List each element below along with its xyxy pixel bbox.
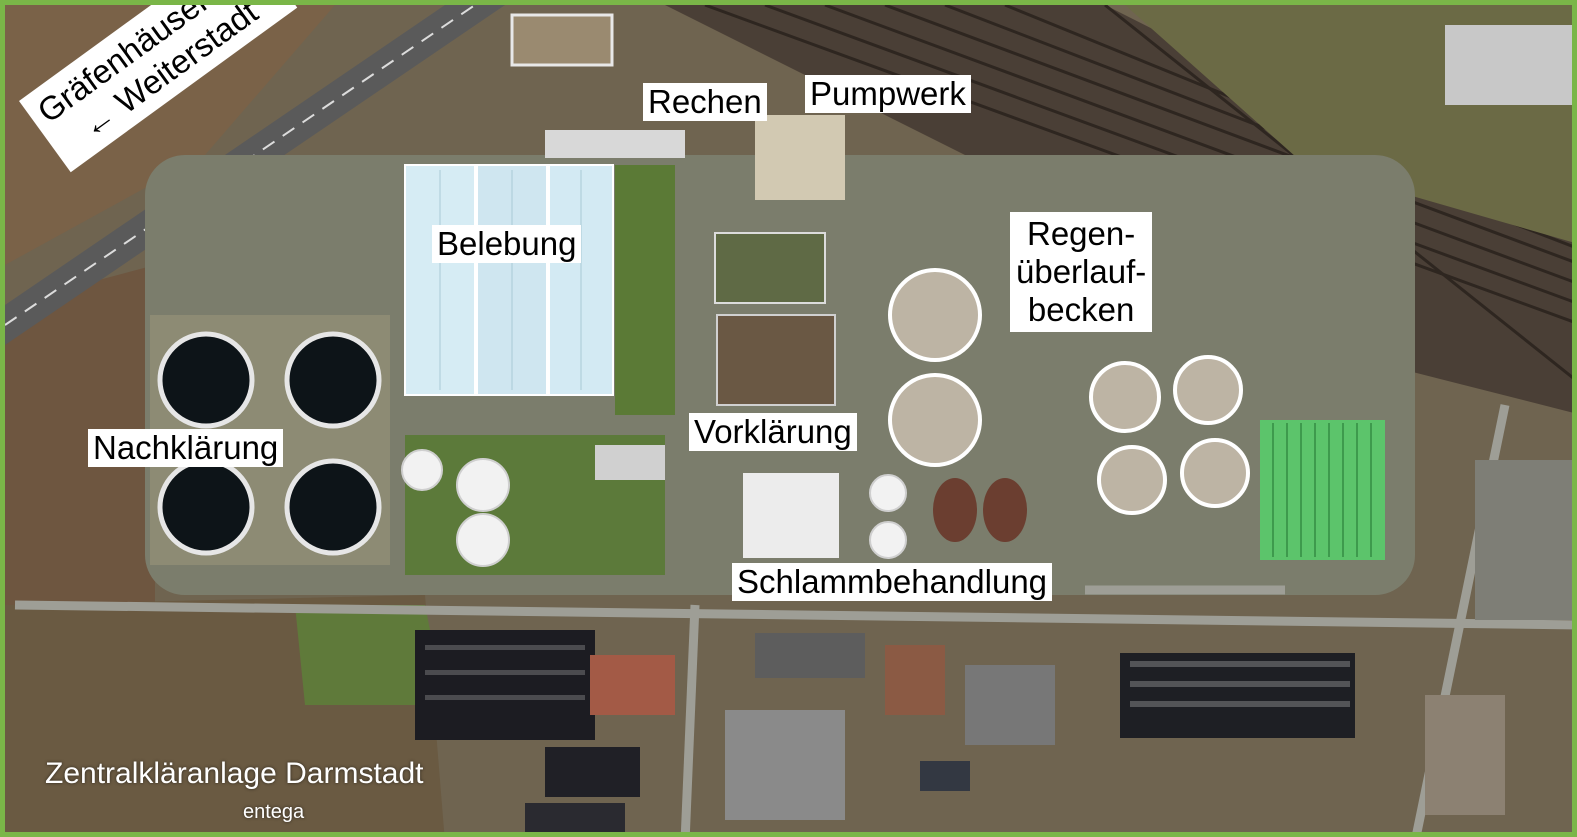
label-rechen: Rechen xyxy=(643,83,767,121)
green-roof-building xyxy=(1260,420,1385,560)
map-title: Zentralkläranlage Darmstadt xyxy=(45,757,424,790)
green-roof-stripes xyxy=(1272,423,1372,557)
field-left xyxy=(5,265,155,645)
lawn-strip xyxy=(615,165,675,415)
label-regen-line3: becken xyxy=(1027,291,1135,328)
grass-patch xyxy=(295,605,445,705)
label-nachklaerung: Nachklärung xyxy=(88,429,284,467)
building-pumpwerk xyxy=(755,115,845,200)
label-belebung: Belebung xyxy=(432,225,582,263)
map-subtitle: entega xyxy=(243,801,305,823)
label-regen-line1: Regen- xyxy=(1027,215,1136,252)
building-mid xyxy=(714,232,826,304)
label-regenueberlaufbecken: Regen- überlauf- becken xyxy=(1010,212,1153,332)
nachklaerung-tanks xyxy=(157,331,382,556)
aerial-photo xyxy=(5,5,1572,832)
label-vorklaerung: Vorklärung xyxy=(689,413,857,451)
label-schlammbehandlung: Schlammbehandlung xyxy=(732,563,1053,601)
warehouse-top-right xyxy=(1445,25,1572,105)
building-small xyxy=(595,445,665,480)
building-top xyxy=(510,13,614,67)
label-regen-line2: überlauf- xyxy=(1016,253,1147,290)
belebung-basins xyxy=(404,164,614,396)
roof-skylights xyxy=(425,645,1350,707)
industrial-buildings xyxy=(415,460,1572,832)
digesters xyxy=(933,478,1027,542)
building-rechen xyxy=(545,130,685,158)
label-pumpwerk: Pumpwerk xyxy=(805,75,971,113)
building-sludge xyxy=(743,473,839,558)
storage-tanks xyxy=(401,449,907,567)
clarifier-tanks xyxy=(888,268,1250,515)
vorklaerung-basins xyxy=(716,314,836,406)
